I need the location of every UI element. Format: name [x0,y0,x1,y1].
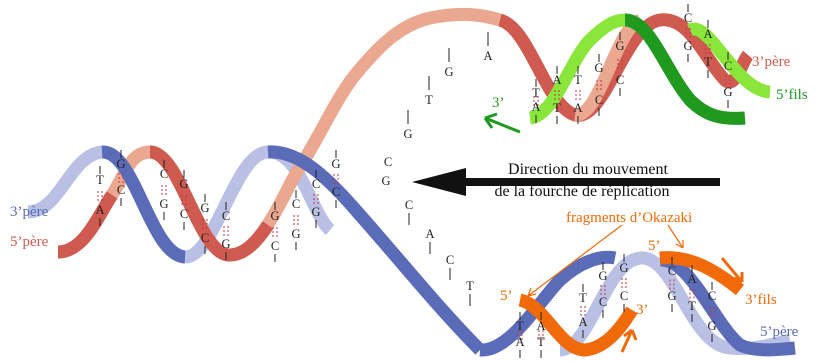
base-letter: G [381,174,390,188]
base-letter: T [579,291,587,305]
base-letter: T [574,73,582,87]
base-letter: T [425,93,433,107]
base-letter: C [595,93,603,107]
base-letter: T [704,55,712,69]
label-bottom-5-right: 5’ [648,238,661,254]
label-left-3-pere: 3’père [10,204,49,220]
base-letter: A [531,100,540,114]
label-bottom-3-mid: 3’ [636,302,649,318]
base-letter: G [707,319,716,333]
base-letter: C [180,207,188,221]
base-letter: G [159,197,168,211]
base-letter: T [96,173,104,187]
base-letter: A [425,227,434,241]
label-bottom-3-fils: 3’fils [745,292,777,308]
label-bottom-5-left: 5’ [500,288,513,304]
base-letter: C [292,197,300,211]
base-letter: A [573,101,582,115]
base-letter: T [553,101,561,115]
base-letter: G [179,177,188,191]
base-letter: T [688,299,696,313]
label-okazaki: fragments d’Okazaki [566,210,692,226]
base-letter: C [724,59,732,73]
base-letter: C [160,167,168,181]
base-letter: A [703,27,712,41]
base-letter: C [708,289,716,303]
direction-line-1: Direction du mouvement [508,161,669,178]
base-letter: G [594,61,603,75]
base-letter: G [444,65,453,79]
base-letter: G [403,127,412,141]
label-bottom-5-pere: 5’père [760,324,799,340]
base-letter: G [116,157,125,171]
base-letter: C [620,289,628,303]
base-letter: G [615,39,624,53]
base-letter: C [668,264,676,278]
top-father-strand [355,14,500,75]
top-father-strand-light [575,20,640,115]
base-letter: G [619,261,628,275]
base-letter: G [667,289,676,303]
base-letter: G [200,201,209,215]
base-letter: C [405,198,413,212]
label-top-3: 3’ [492,95,505,111]
base-letter: C [446,253,454,267]
base-letter: T [537,335,545,349]
base-letter: G [331,157,340,171]
base-letter: G [311,205,320,219]
label-top-3-pere: 3’père [752,54,791,70]
base-letter: T [516,319,524,333]
base-letter: G [598,269,607,283]
base-letter: A [578,315,587,329]
top-daughter-arrow [485,114,520,132]
base-letter: G [723,85,732,99]
label-top-5-fils: 5’fils [776,87,808,103]
base-letter: G [291,227,300,241]
base-letter: C [616,73,624,87]
okazaki-arrow-up [622,330,636,352]
direction-line-2: de la fourche de réplication [494,183,669,200]
okazaki-pointer-right [668,225,683,248]
base-letter: C [312,177,320,191]
base-letter: C [599,295,607,309]
base-letter: A [483,49,492,63]
base-letter: C [332,185,340,199]
base-letter: A [536,319,545,333]
base-letter: C [117,183,125,197]
base-letter: A [515,335,524,349]
base-letter: T [532,86,540,100]
base-letter: G [683,39,692,53]
base-letter: A [687,272,696,286]
base-letter: C [384,155,392,169]
label-left-5-pere: 5’père [10,234,49,250]
base-letter: C [201,231,209,245]
base-letter: G [270,209,279,223]
base-letter: C [684,11,692,25]
base-letter: G [221,237,230,251]
base-letter: A [95,203,104,217]
base-letter: T [466,279,474,293]
base-letter: A [552,73,561,87]
base-letter: C [271,239,279,253]
base-letter: C [222,209,230,223]
